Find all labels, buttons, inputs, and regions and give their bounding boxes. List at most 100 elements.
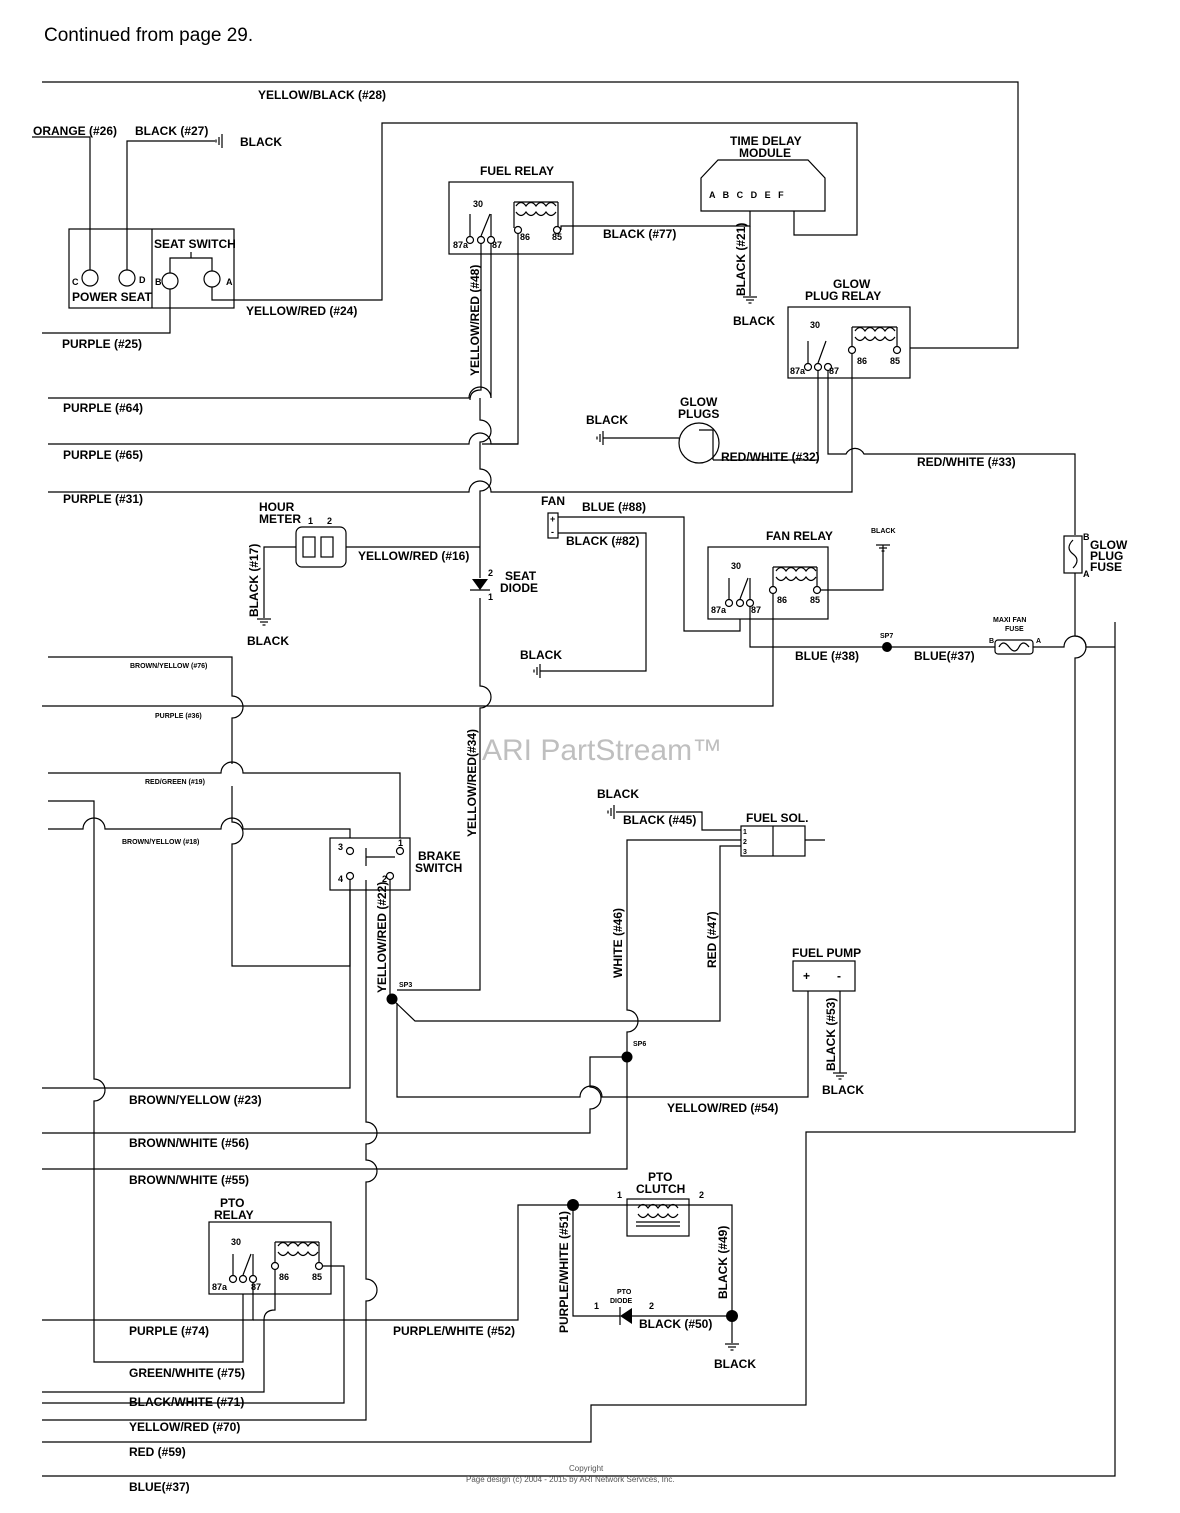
wire-label-31: PURPLE (#31) bbox=[63, 492, 143, 506]
brake-switch-label-2: SWITCH bbox=[415, 861, 462, 875]
pto-clutch-label-2: CLUTCH bbox=[636, 1182, 685, 1196]
fuel-relay-label: FUEL RELAY bbox=[480, 164, 554, 178]
svg-text:1: 1 bbox=[308, 516, 313, 526]
wire-label-24: YELLOW/RED (#24) bbox=[246, 304, 357, 318]
wire-label-46: WHITE (#46) bbox=[611, 908, 625, 978]
svg-text:D: D bbox=[139, 275, 146, 285]
brake-switch-box bbox=[329, 837, 411, 891]
wire-label-32: RED/WHITE (#32) bbox=[721, 450, 820, 464]
fan-relay-label: FAN RELAY bbox=[766, 529, 833, 543]
seat-diode bbox=[472, 579, 488, 590]
wire-label-52: PURPLE/WHITE (#52) bbox=[393, 1324, 515, 1338]
svg-text:2: 2 bbox=[649, 1301, 654, 1311]
wire-label-25: PURPLE (#25) bbox=[62, 337, 142, 351]
wire-label-18: BROWN/YELLOW (#18) bbox=[122, 839, 199, 846]
svg-text:1: 1 bbox=[398, 838, 403, 848]
wire-label-33: RED/WHITE (#33) bbox=[917, 455, 1016, 469]
svg-text:3: 3 bbox=[743, 849, 747, 856]
wire-28 bbox=[42, 81, 1019, 349]
fan-label: FAN bbox=[541, 494, 565, 508]
svg-text:87a: 87a bbox=[790, 366, 806, 376]
svg-text:1: 1 bbox=[743, 829, 747, 836]
glow-plugs-label-1: GLOW bbox=[680, 395, 718, 409]
glow-plug-relay-label-1: GLOW bbox=[833, 277, 871, 291]
wire-label-59: RED (#59) bbox=[129, 1445, 186, 1459]
svg-text:87: 87 bbox=[492, 240, 502, 250]
glow-plug-fuse-label-2: PLUG bbox=[1090, 549, 1123, 563]
svg-text:85: 85 bbox=[810, 595, 820, 605]
wire-label-64: PURPLE (#64) bbox=[63, 401, 143, 415]
ground-label-pto: BLACK bbox=[714, 1357, 756, 1371]
wire-label-48: YELLOW/RED (#48) bbox=[468, 265, 482, 376]
svg-text:-: - bbox=[837, 969, 841, 983]
wire-label-27: BLACK (#27) bbox=[135, 124, 208, 138]
wire-label-49: BLACK (#49) bbox=[716, 1226, 730, 1299]
svg-text:87: 87 bbox=[251, 1282, 261, 1292]
svg-text:85: 85 bbox=[312, 1272, 322, 1282]
brake-switch-label-1: BRAKE bbox=[418, 849, 461, 863]
time-delay-module bbox=[700, 159, 826, 212]
splice-sp7-label: SP7 bbox=[880, 633, 893, 640]
pto-relay-box bbox=[208, 1221, 332, 1295]
svg-text:86: 86 bbox=[520, 232, 530, 242]
fuel-sol-label: FUEL SOL. bbox=[746, 811, 808, 825]
wire-label-19: RED/GREEN (#19) bbox=[145, 779, 205, 786]
wire-label-36: PURPLE (#36) bbox=[155, 713, 202, 720]
wire-label-28: YELLOW/BLACK (#28) bbox=[258, 88, 386, 102]
svg-text:30: 30 bbox=[231, 1237, 241, 1247]
svg-text:B: B bbox=[1083, 532, 1090, 542]
svg-text:87: 87 bbox=[829, 366, 839, 376]
svg-text:87a: 87a bbox=[212, 1282, 228, 1292]
watermark: ARI PartStream™ bbox=[482, 734, 722, 767]
power-seat-label: POWER SEAT bbox=[72, 290, 152, 304]
svg-text:A: A bbox=[226, 277, 233, 287]
seat-diode-label-2: DIODE bbox=[500, 581, 538, 595]
glow-plug-fuse-label-1: GLOW bbox=[1090, 538, 1128, 552]
svg-text:30: 30 bbox=[810, 320, 820, 330]
pto-relay-label-1: PTO bbox=[220, 1196, 244, 1210]
copyright-line-2: Page design (c) 2004 - 2015 by ARI Netwo… bbox=[466, 1475, 675, 1484]
svg-text:86: 86 bbox=[279, 1272, 289, 1282]
wire-label-51: PURPLE/WHITE (#51) bbox=[557, 1211, 571, 1333]
svg-text:3: 3 bbox=[338, 842, 343, 852]
maxi-fan-fuse-label-1: MAXI FAN bbox=[993, 617, 1026, 624]
wire-label-71: BLACK/WHITE (#71) bbox=[129, 1395, 244, 1409]
svg-text:30: 30 bbox=[731, 561, 741, 571]
fuel-pump bbox=[792, 960, 856, 992]
wire-label-23: BROWN/YELLOW (#23) bbox=[129, 1093, 262, 1107]
ground-label-fanrelay: BLACK bbox=[871, 528, 896, 535]
seat-switch-label: SEAT SWITCH bbox=[154, 237, 236, 251]
hour-meter-label-1: HOUR bbox=[259, 500, 295, 514]
wire-label-38: BLUE (#38) bbox=[795, 649, 859, 663]
svg-text:30: 30 bbox=[473, 199, 483, 209]
wire-label-65: PURPLE (#65) bbox=[63, 448, 143, 462]
svg-text:2: 2 bbox=[327, 516, 332, 526]
wire-label-82: BLACK (#82) bbox=[566, 534, 639, 548]
fan-relay-box bbox=[707, 546, 829, 620]
maxi-fan-fuse-label-2: FUSE bbox=[1005, 626, 1024, 633]
maxi-fan-fuse bbox=[994, 639, 1034, 655]
pto-diode-label-1: PTO bbox=[617, 1289, 632, 1296]
splice-sp3-label: SP3 bbox=[399, 982, 412, 989]
svg-text:2: 2 bbox=[382, 874, 387, 884]
wire-24 bbox=[211, 122, 858, 301]
wire-label-54: YELLOW/RED (#54) bbox=[667, 1101, 778, 1115]
hour-meter-label-2: METER bbox=[259, 512, 301, 526]
wire-label-50: BLACK (#50) bbox=[639, 1317, 712, 1331]
splice-sp7 bbox=[882, 642, 892, 652]
ground-label-53: BLACK bbox=[822, 1083, 864, 1097]
svg-text:+: + bbox=[550, 514, 555, 524]
wire-label-70: YELLOW/RED (#70) bbox=[129, 1420, 240, 1434]
pto-clutch-label-1: PTO bbox=[648, 1170, 672, 1184]
splice-sp6-label: SP6 bbox=[633, 1041, 646, 1048]
wire-label-77: BLACK (#77) bbox=[603, 227, 676, 241]
wire-label-26: ORANGE (#26) bbox=[33, 124, 117, 138]
svg-text:1: 1 bbox=[617, 1190, 622, 1200]
ground-label-45: BLACK bbox=[597, 787, 639, 801]
wire-label-37b: BLUE(#37) bbox=[129, 1480, 190, 1494]
svg-text:C: C bbox=[72, 277, 79, 287]
wire-label-56: BROWN/WHITE (#56) bbox=[129, 1136, 249, 1150]
svg-text:2: 2 bbox=[488, 568, 493, 578]
wire-label-21: BLACK (#21) bbox=[734, 223, 748, 296]
